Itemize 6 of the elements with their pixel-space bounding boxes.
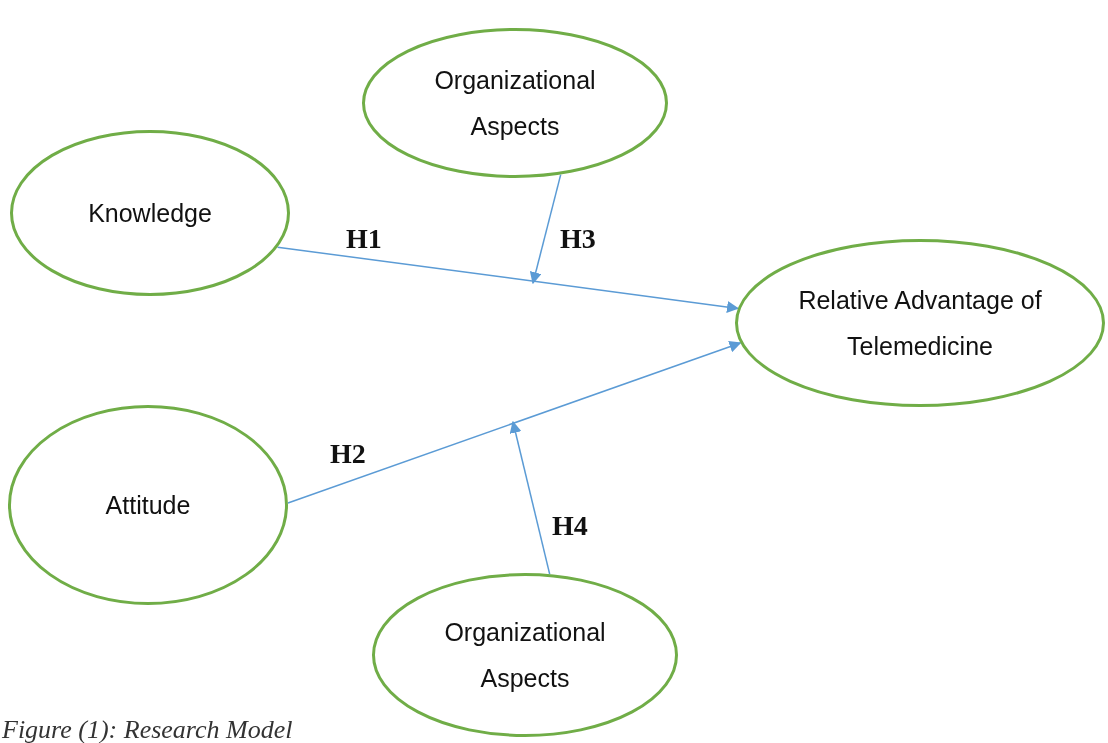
node-label: Attitude xyxy=(104,489,192,521)
node-label: Organizational Aspects xyxy=(443,616,607,694)
node-label: Knowledge xyxy=(87,197,213,229)
node-label: Relative Advantage of Telemedicine xyxy=(797,284,1043,362)
figure-caption: Figure (1): Research Model xyxy=(2,716,293,743)
node-label: Organizational Aspects xyxy=(433,64,597,142)
